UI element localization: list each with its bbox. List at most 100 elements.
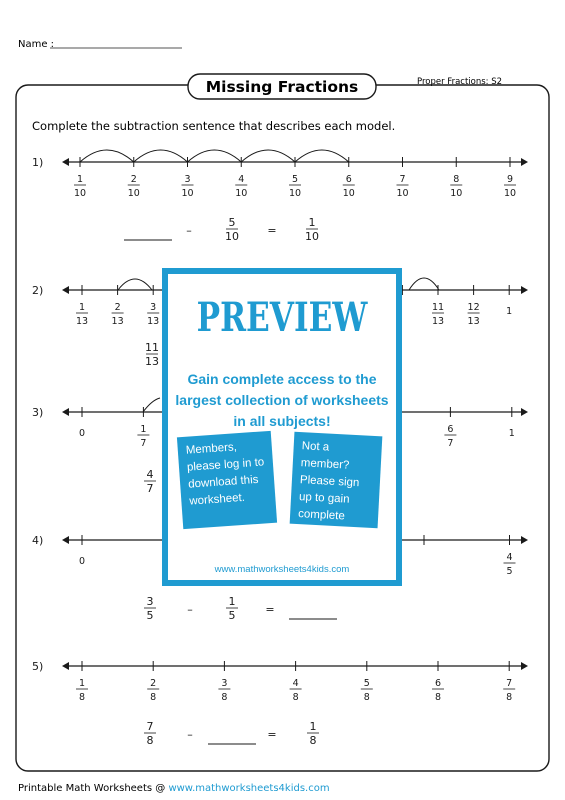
eq-minuend: 47: [144, 468, 156, 495]
tick-label-den: 10: [181, 188, 193, 199]
preview-tagline: Gain complete access to the largest coll…: [175, 371, 389, 429]
footer-text: Printable Math Worksheets @: [18, 783, 168, 794]
preview-url[interactable]: www.mathworksheets4kids.com: [214, 564, 350, 575]
tick-label-num: 6: [346, 174, 352, 185]
title-pill: [187, 73, 377, 100]
tick-label-num: 4: [238, 174, 244, 185]
tick-label-num: 2: [150, 678, 156, 689]
eq-subtrahend-num: 1: [229, 595, 236, 608]
page-title: Missing Fractions: [206, 78, 359, 96]
jump-arc: [142, 397, 161, 413]
tick-label-num: 2: [115, 302, 121, 313]
tick-label-den: 8: [79, 692, 85, 703]
equals-sign: =: [267, 728, 276, 741]
tick-label: 18: [76, 678, 88, 703]
tick-label-num: 3: [150, 302, 156, 313]
tick-label: 610: [343, 174, 355, 199]
arrow-right-icon: [521, 662, 528, 670]
jump-arc: [294, 149, 350, 163]
jump-arc: [408, 277, 440, 291]
tick-label: 78: [503, 678, 516, 703]
name-label: Name :: [18, 39, 54, 50]
tick-label: 113: [76, 302, 88, 327]
tick-label: 58: [360, 678, 373, 703]
tick-label-den: 10: [396, 188, 408, 199]
tick-label-num: 7: [399, 174, 405, 185]
preview-overlay: PREVIEW Gain complete access to the larg…: [162, 268, 402, 586]
tick-label-num: 4: [293, 678, 299, 689]
tick-label: 28: [147, 678, 160, 703]
tick-label: 68: [432, 678, 444, 703]
arrow-right-icon: [521, 408, 528, 416]
eq-difference-den: 10: [305, 230, 319, 243]
eq-subtrahend: 510: [225, 216, 239, 243]
tick-label: 410: [235, 174, 247, 199]
eq-minuend: 78: [144, 720, 156, 747]
tick-label: 810: [450, 174, 462, 199]
tick-label: 910: [504, 174, 516, 199]
tick-label-den: 10: [289, 188, 301, 199]
members-login-button[interactable]: Members, please log in to download this …: [176, 430, 278, 530]
tick-label-den: 8: [435, 692, 441, 703]
tick-label-den: 8: [506, 692, 512, 703]
tick-label: 0: [79, 556, 85, 567]
footer-link[interactable]: www.mathworksheets4kids.com: [168, 783, 329, 794]
tick-label-den: 8: [364, 692, 370, 703]
problem-label: 4): [32, 534, 43, 547]
tick-label-num: 3: [184, 174, 190, 185]
tick-label-den: 7: [447, 438, 453, 449]
minus-sign: –: [187, 728, 193, 741]
eq-subtrahend-num: 5: [229, 216, 236, 229]
tick-label-num: 7: [506, 678, 512, 689]
tick-label-den: 10: [74, 188, 86, 199]
eq-minuend: 35: [144, 595, 156, 622]
problem-label: 1): [32, 156, 43, 169]
tick-label-whole: 0: [79, 556, 85, 567]
equals-sign: =: [267, 224, 276, 237]
tick-label: 1: [509, 428, 515, 439]
tick-label-num: 2: [131, 174, 137, 185]
tick-label-num: 1: [79, 302, 85, 313]
eq-difference: 18: [307, 720, 319, 747]
tick-label-num: 5: [364, 678, 370, 689]
minus-sign: –: [187, 603, 193, 616]
tick-label-num: 3: [221, 678, 227, 689]
tick-label-den: 13: [112, 316, 124, 327]
tick-label: 67: [444, 424, 457, 449]
footer: Printable Math Worksheets @ www.mathwork…: [18, 783, 330, 794]
tick-label-num: 5: [292, 174, 298, 185]
eq-subtrahend-den: 5: [229, 609, 236, 622]
tick-label: 510: [289, 174, 301, 199]
tick-label-den: 10: [343, 188, 355, 199]
eq-minuend-num: 7: [147, 720, 154, 733]
tick-label-den: 13: [432, 316, 444, 327]
tick-label: 1: [506, 306, 512, 317]
tick-label: 310: [181, 174, 193, 199]
eq-minuend-num: 3: [147, 595, 154, 608]
subtitle: Proper Fractions: S2: [417, 77, 502, 87]
tick-label-den: 8: [293, 692, 299, 703]
jump-arc: [117, 278, 153, 291]
tick-label: 38: [218, 678, 231, 703]
tick-label: 0: [79, 428, 85, 439]
tick-label-num: 4: [506, 552, 512, 563]
minus-sign: –: [186, 224, 192, 237]
tick-label: 110: [74, 174, 86, 199]
tick-label: 213: [112, 302, 124, 327]
tick-label-num: 12: [468, 302, 480, 313]
eq-difference-num: 1: [309, 216, 316, 229]
tick-label-den: 10: [235, 188, 247, 199]
signup-button[interactable]: Not a member? Please sign up to gain com…: [289, 431, 383, 539]
tick-label-num: 8: [453, 174, 459, 185]
tick-label-den: 13: [147, 316, 159, 327]
eq-difference-den: 8: [310, 734, 317, 747]
tick-label-den: 13: [76, 316, 88, 327]
arrow-right-icon: [521, 158, 528, 166]
